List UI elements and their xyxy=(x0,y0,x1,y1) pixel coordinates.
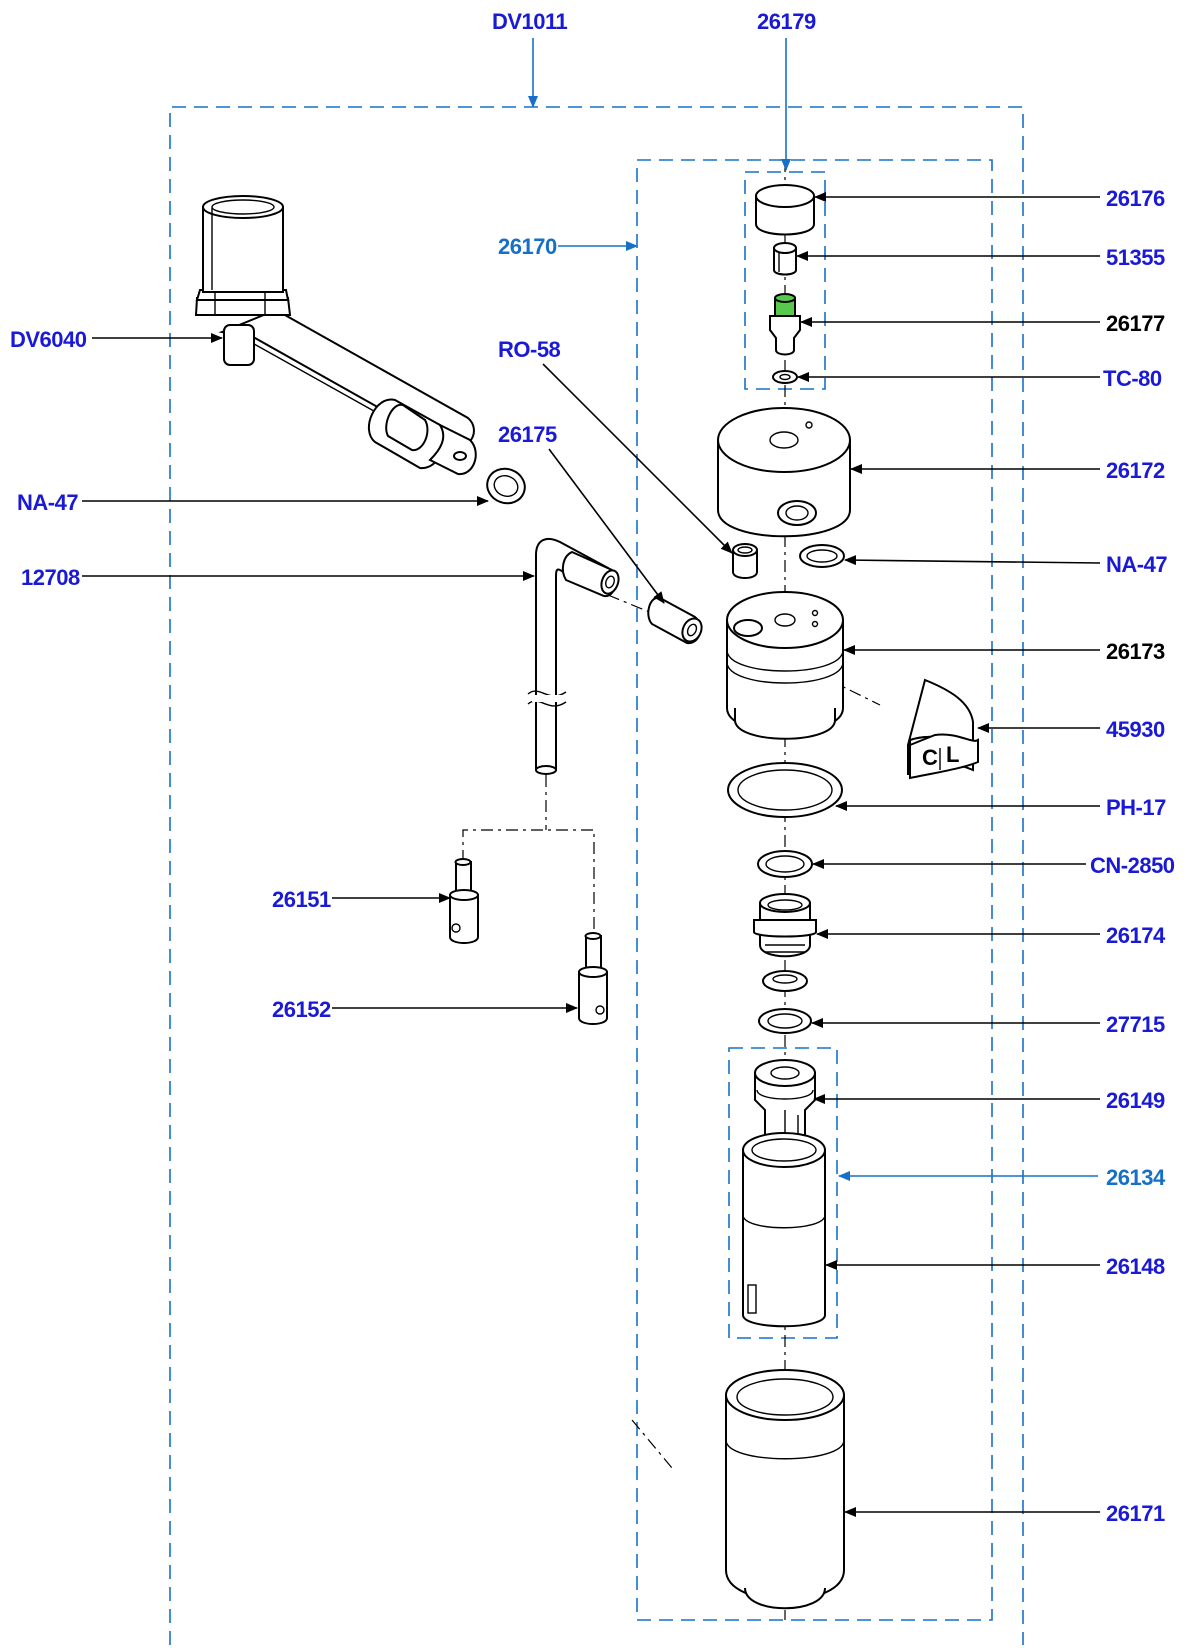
part-na47-oring-right xyxy=(799,544,845,568)
part-26172-knob xyxy=(717,407,851,538)
label-27715: 27715 xyxy=(1106,1012,1165,1037)
label-na47-left: NA-47 xyxy=(17,490,78,515)
part-26171-bowl xyxy=(725,1369,845,1610)
assembly-box-26134 xyxy=(728,1047,838,1339)
label-26151: 26151 xyxy=(272,887,331,912)
label-26179: 26179 xyxy=(757,9,816,34)
label-12708: 12708 xyxy=(21,565,80,590)
right-part-labels: 26176 51355 26177 TC-80 26172 NA-47 2617… xyxy=(1090,186,1175,1526)
part-tc80-washer xyxy=(772,370,798,384)
label-26176: 26176 xyxy=(1106,186,1165,211)
label-26149: 26149 xyxy=(1106,1088,1165,1113)
part-26177-valve xyxy=(769,293,801,356)
part-26175-fitting xyxy=(647,596,703,645)
label-26171: 26171 xyxy=(1106,1501,1165,1526)
leader-lines-assembly xyxy=(528,38,1098,1181)
part-51355-clip xyxy=(773,242,797,276)
label-dv6040: DV6040 xyxy=(10,327,87,352)
label-26173: 26173 xyxy=(1106,639,1165,664)
part-27715-oring xyxy=(758,1008,812,1034)
part-dv6040 xyxy=(194,195,477,476)
leader-lines-right xyxy=(796,192,1101,1517)
assembly-labels: DV1011 26179 26170 26134 xyxy=(492,9,1166,1190)
label-26148: 26148 xyxy=(1106,1254,1165,1279)
label-51355: 51355 xyxy=(1106,245,1165,270)
band-letter-c: C xyxy=(922,745,938,770)
part-12708-tube xyxy=(462,537,620,930)
part-26173-body xyxy=(726,591,844,740)
label-tc80: TC-80 xyxy=(1103,366,1162,391)
part-26174-seat xyxy=(753,893,817,992)
part-ph17-oring xyxy=(727,762,843,818)
part-ro58-insert xyxy=(732,543,758,579)
part-26152-pin xyxy=(578,932,608,1025)
label-26177: 26177 xyxy=(1106,311,1165,336)
label-26175: 26175 xyxy=(498,422,557,447)
label-ph17: PH-17 xyxy=(1106,795,1166,820)
leader-lines-left xyxy=(82,333,733,1013)
label-na47-right: NA-47 xyxy=(1106,552,1167,577)
label-26170: 26170 xyxy=(498,234,557,259)
part-26151-pin xyxy=(449,858,479,944)
label-26172: 26172 xyxy=(1106,458,1165,483)
label-45930: 45930 xyxy=(1106,717,1165,742)
part-45930-band: C L xyxy=(907,678,979,780)
label-26134: 26134 xyxy=(1106,1165,1166,1190)
part-na47-oring-left xyxy=(486,467,526,505)
label-cn2850: CN-2850 xyxy=(1090,853,1175,878)
label-dv1011: DV1011 xyxy=(492,9,568,34)
part-26148-sleeve xyxy=(742,1132,826,1328)
band-letter-l: L xyxy=(946,742,959,767)
label-26174: 26174 xyxy=(1106,923,1166,948)
label-ro58: RO-58 xyxy=(498,337,561,362)
part-26176-cap xyxy=(755,184,815,236)
part-cn2850-oring xyxy=(757,850,813,878)
assembly-box-26170 xyxy=(636,159,993,1621)
label-26152: 26152 xyxy=(272,997,331,1022)
assembly-box-dv1011 xyxy=(169,106,1024,1645)
left-part-labels: DV6040 NA-47 12708 RO-58 26175 26151 261… xyxy=(10,327,561,1022)
